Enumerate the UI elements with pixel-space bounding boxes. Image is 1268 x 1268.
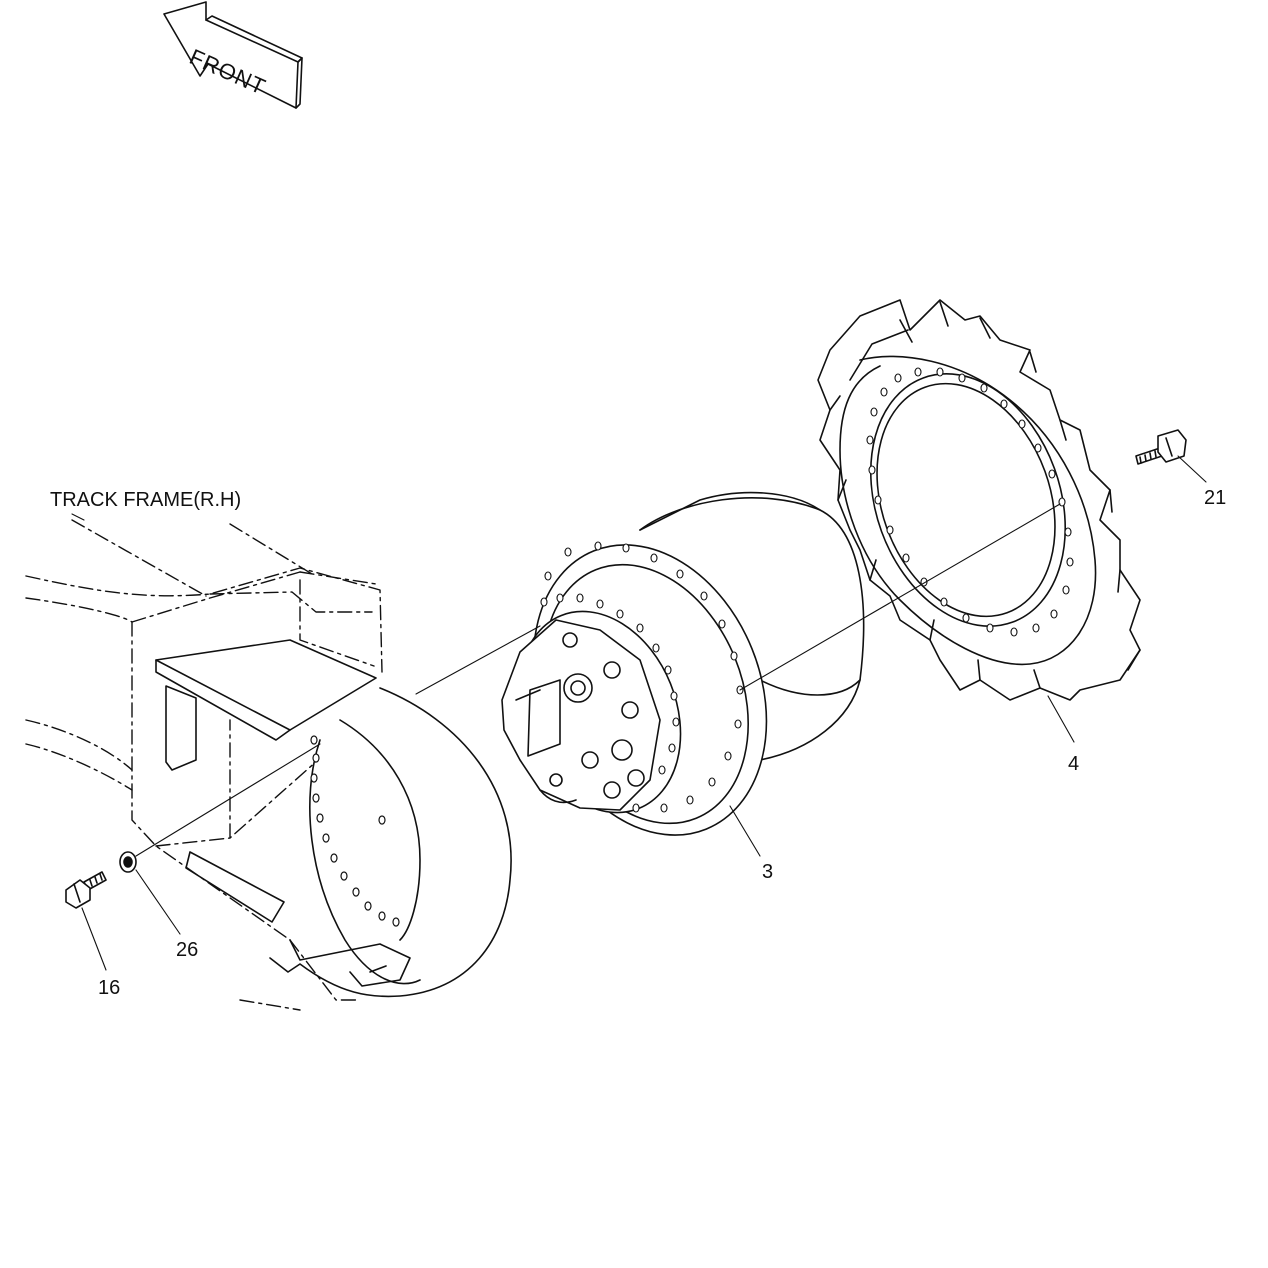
sprocket-bolt-holes (866, 367, 1074, 637)
callout-3: 3 (762, 861, 774, 883)
leader-lines (71, 455, 1207, 971)
track-frame-label: TRACK FRAME(R.H) (50, 489, 242, 511)
callout-21: 21 (1204, 487, 1227, 509)
travel-motor-reducer-icon (501, 491, 865, 836)
motor-flange-holes (540, 541, 744, 813)
track-frame-motor-mount (155, 639, 512, 998)
hex-bolt-icon (1135, 429, 1187, 465)
washer-icon (119, 851, 137, 873)
track-frame-outline (25, 519, 383, 1011)
callout-4: 4 (1068, 753, 1080, 775)
frame-bolt-holes (310, 735, 400, 927)
callout-26: 26 (176, 939, 199, 961)
callout-16: 16 (98, 977, 121, 999)
hex-bolt-icon (65, 871, 107, 909)
sprocket-icon (817, 299, 1141, 701)
assembly-lines (135, 503, 1061, 857)
front-direction-arrow-icon (163, 1, 303, 109)
